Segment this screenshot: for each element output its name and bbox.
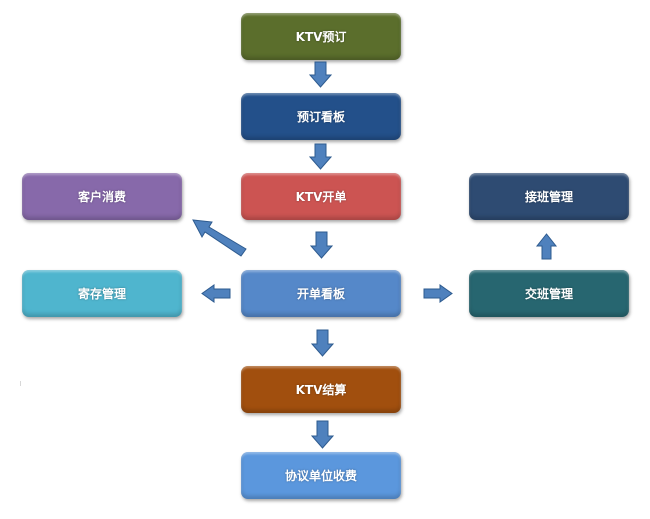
arrow-openboard-to-storage (201, 284, 231, 303)
arrow-openboard-to-customer (192, 219, 247, 257)
node-ktv-checkout[interactable]: KTV结算 (241, 366, 401, 413)
node-open-board[interactable]: 开单看板 (241, 270, 401, 317)
node-booking-board[interactable]: 预订看板 (241, 93, 401, 140)
node-ktv-open[interactable]: KTV开单 (241, 173, 401, 220)
arrow-board-to-open (308, 143, 333, 170)
arrow-booking-to-board (308, 61, 333, 88)
arrow-openboard-to-handover (423, 284, 453, 303)
stray-mark (20, 381, 21, 386)
arrow-checkout-to-agreement (310, 420, 335, 449)
node-takeover-management[interactable]: 接班管理 (469, 173, 629, 220)
node-agreement-charge[interactable]: 协议单位收费 (241, 452, 401, 499)
node-storage-management[interactable]: 寄存管理 (22, 270, 182, 317)
node-handover-management[interactable]: 交班管理 (469, 270, 629, 317)
arrow-handover-to-takeover (535, 233, 558, 260)
node-customer-consumption[interactable]: 客户消费 (22, 173, 182, 220)
node-ktv-booking[interactable]: KTV预订 (241, 13, 401, 60)
arrow-open-to-openboard (309, 231, 334, 259)
arrow-openboard-to-checkout (310, 329, 335, 357)
